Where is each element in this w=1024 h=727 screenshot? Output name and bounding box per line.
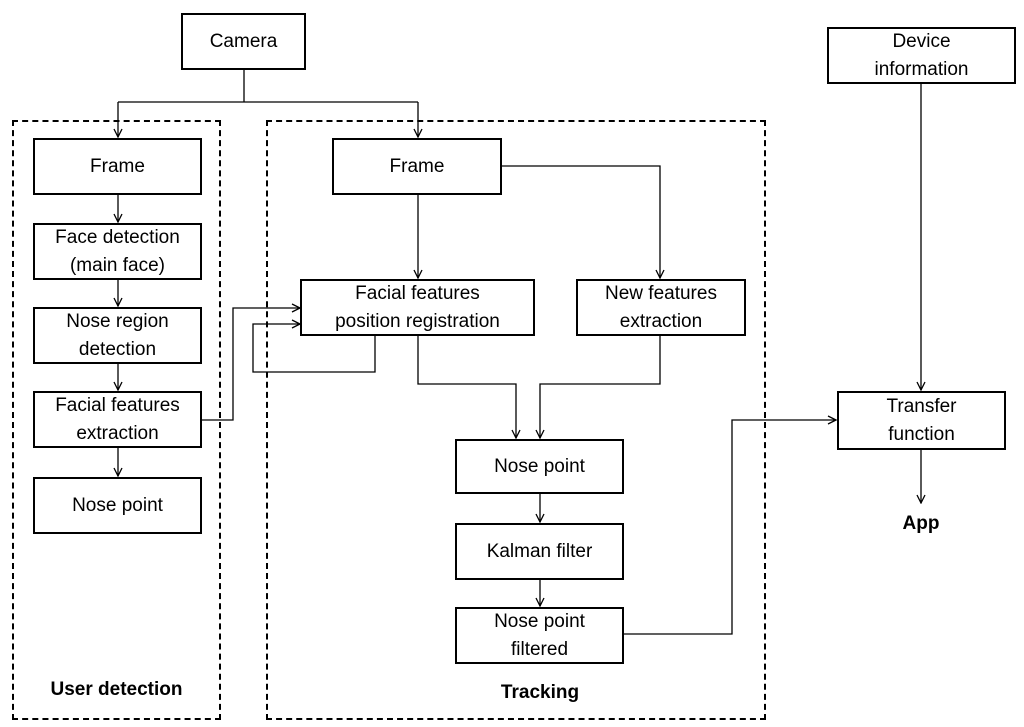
edge-new-features-to-nose-point [540,336,661,438]
edge-extraction-to-registration [202,308,300,421]
camera-node: Camera [181,13,306,70]
device-information-node: Device information [827,27,1016,84]
facial-features-registration-node: Facial features position registration [300,279,535,336]
new-features-extraction-node: New features extraction [576,279,746,336]
facial-features-extraction-node: Facial features extraction [33,391,202,448]
tr-frame-node: Frame [332,138,502,195]
app-label: App [902,513,940,534]
edge-registration-loop [252,324,376,373]
edge-filtered-to-transfer [624,420,836,635]
tracking-label: Tracking [500,682,580,703]
nose-region-detection-node: Nose region detection [33,307,202,364]
face-detection-node: Face detection (main face) [33,223,202,280]
transfer-function-node: Transfer function [837,391,1006,450]
ud-nose-point-node: Nose point [33,477,202,534]
kalman-filter-node: Kalman filter [455,523,624,580]
user-detection-label: User detection [50,679,183,700]
edge-registration-to-nose-point [417,336,516,438]
nose-point-filtered-node: Nose point filtered [455,607,624,664]
ud-frame-node: Frame [33,138,202,195]
edge-tr-frame-to-new-features [502,165,660,278]
tr-nose-point-node: Nose point [455,439,624,494]
